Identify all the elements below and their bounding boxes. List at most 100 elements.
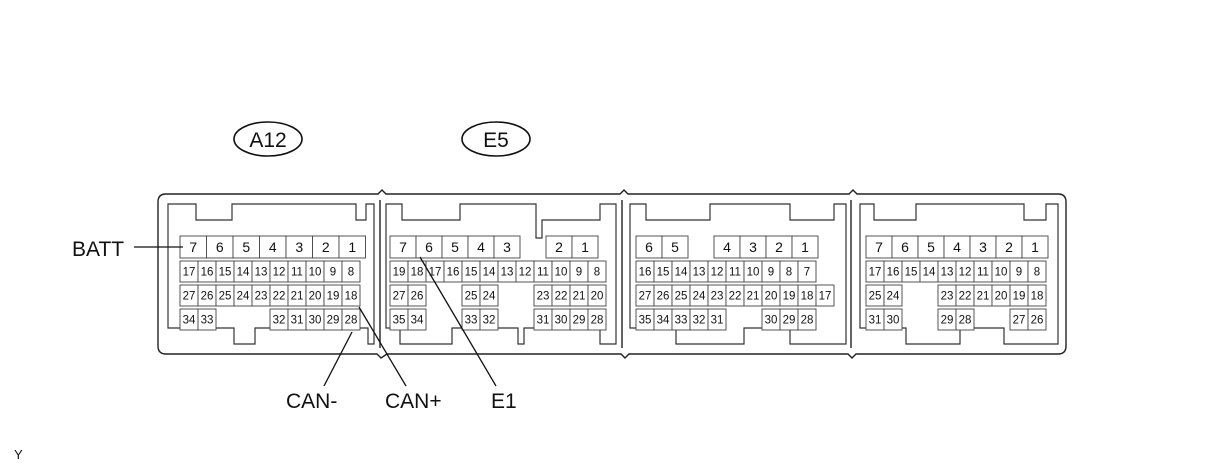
pin-number: 19 [393, 267, 406, 279]
pin-cell: 29 [569, 308, 589, 331]
pin-number: 20 [765, 291, 778, 303]
pin-cell: 12 [269, 260, 289, 283]
pin-number: 13 [255, 267, 268, 279]
pin-cell: 16 [443, 260, 463, 283]
pin-number: 9 [576, 267, 582, 279]
block-frame-c3 [629, 203, 847, 345]
pin-cell-box [407, 284, 427, 307]
pin-number: 31 [537, 315, 550, 327]
pin-cell: 31 [707, 308, 727, 331]
pin-cell: 14 [671, 260, 691, 283]
pin-cell: 4 [467, 235, 495, 259]
pin-number: 6 [425, 239, 433, 255]
pin-cell: 15 [215, 260, 235, 283]
pin-number: 24 [693, 291, 706, 303]
pin-cell: 7 [179, 235, 207, 259]
pin-cell: 17 [865, 260, 885, 283]
pin-number: 4 [723, 239, 731, 255]
pin-cell: 19 [779, 284, 799, 307]
pin-cell: 26 [407, 284, 427, 307]
pin-cell-box [797, 308, 817, 331]
pin-number: 18 [801, 291, 814, 303]
pin-number: 22 [729, 291, 742, 303]
pin-cell: 7 [389, 235, 417, 259]
pin-number: 21 [747, 291, 760, 303]
pin-number: 27 [183, 291, 196, 303]
pin-cell: 12 [515, 260, 535, 283]
can-plus-leader-line [358, 306, 407, 387]
pin-cell: 13 [251, 260, 271, 283]
pin-number: 2 [322, 239, 330, 255]
pin-number: 22 [273, 291, 286, 303]
pin-cell: 26 [1027, 308, 1047, 331]
pin-number: 19 [327, 291, 340, 303]
pin-number: 30 [309, 315, 322, 327]
can-minus-label: CAN- [286, 390, 337, 413]
pin-cell: 32 [269, 308, 289, 331]
pin-number: 15 [219, 267, 232, 279]
pin-number: 8 [1034, 267, 1040, 279]
pin-number: 32 [693, 315, 706, 327]
pin-number: 33 [465, 315, 478, 327]
pin-number: 10 [747, 267, 760, 279]
pin-cell: 10 [743, 260, 763, 283]
pin-cell-box [1021, 235, 1049, 259]
pin-cell: 12 [707, 260, 727, 283]
pin-number: 8 [786, 267, 792, 279]
pin-number: 17 [183, 267, 196, 279]
pin-number: 28 [801, 315, 814, 327]
pin-cell: 7 [797, 260, 817, 283]
pin-cell: 22 [551, 284, 571, 307]
pin-number: 18 [411, 267, 424, 279]
pin-cell: 31 [865, 308, 885, 331]
pin-number: 7 [804, 267, 810, 279]
pin-number: 9 [768, 267, 774, 279]
pin-cell: 24 [689, 284, 709, 307]
pin-cell: 34 [653, 308, 673, 331]
pin-cell-box [479, 308, 499, 331]
pin-cell: 13 [689, 260, 709, 283]
pin-cell: 14 [919, 260, 939, 283]
pin-number: 21 [573, 291, 586, 303]
pin-number: 2 [555, 239, 563, 255]
pin-cell-box [797, 260, 817, 283]
pin-number: 16 [639, 267, 652, 279]
pin-cell: 18 [797, 284, 817, 307]
pin-number: 15 [465, 267, 478, 279]
pin-cell-box [587, 308, 607, 331]
pin-cell: 32 [479, 308, 499, 331]
pin-cell: 2 [545, 235, 573, 259]
pin-number: 24 [887, 291, 900, 303]
e1-label: E1 [491, 390, 517, 413]
pin-cell: 27 [1009, 308, 1029, 331]
pin-number: 11 [977, 267, 989, 279]
pin-cell: 25 [671, 284, 691, 307]
pin-cell: 9 [1009, 260, 1029, 283]
pin-number: 6 [645, 239, 653, 255]
pin-cell: 20 [587, 284, 607, 307]
pin-cell: 13 [497, 260, 517, 283]
pin-cell: 1 [338, 235, 366, 259]
pin-cell: 30 [883, 308, 903, 331]
pin-number: 22 [959, 291, 972, 303]
pin-cell: 16 [635, 260, 655, 283]
pin-number: 28 [959, 315, 972, 327]
pin-number: 21 [977, 291, 990, 303]
pin-number: 7 [189, 239, 197, 255]
connector-housing [157, 189, 1067, 359]
pin-cell: 33 [671, 308, 691, 331]
pin-number: 33 [675, 315, 688, 327]
pin-number: 33 [201, 315, 214, 327]
pin-cell: 1 [571, 235, 599, 259]
pin-cell: 9 [323, 260, 343, 283]
pin-number: 19 [1013, 291, 1026, 303]
pin-cell: 21 [569, 284, 589, 307]
pin-cell: 27 [635, 284, 655, 307]
pin-cell: 11 [725, 260, 745, 283]
pin-cell: 30 [551, 308, 571, 331]
pin-cell: 24 [479, 284, 499, 307]
pin-number: 32 [483, 315, 496, 327]
pin-cell: 25 [865, 284, 885, 307]
pin-number: 4 [953, 239, 961, 255]
